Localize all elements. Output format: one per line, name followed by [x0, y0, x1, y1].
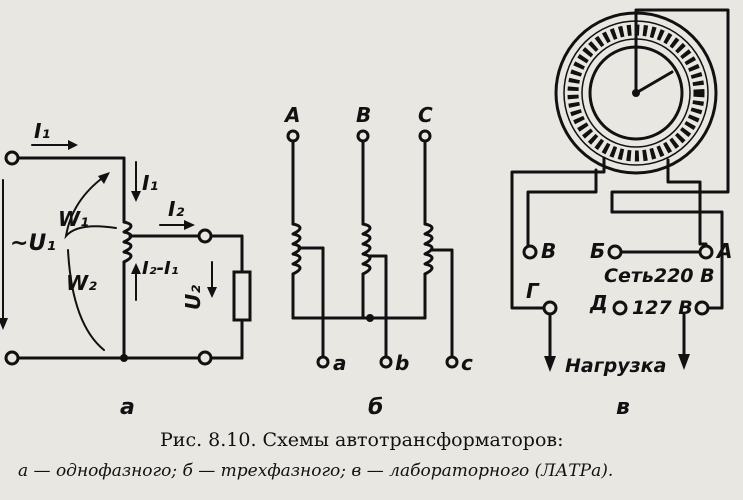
diagram-single-phase: I₁ I₁ I₂ I₂-I₁ W₁ W₂ ~U₁ U₂ а [0, 119, 252, 420]
label-a: a [333, 351, 347, 375]
load-resistor [232, 270, 252, 322]
input-terminal-top [4, 150, 20, 166]
load-arrow-left-head [544, 356, 556, 372]
label-D: Д [589, 291, 608, 315]
label-w2: W₂ [66, 271, 97, 295]
wire-slider [610, 8, 730, 214]
arrow-i1-head [68, 140, 78, 150]
label-127v: 127 В [632, 297, 693, 319]
label-C: C [418, 103, 433, 127]
wire-g [510, 156, 606, 310]
arrow-u1-head [0, 318, 8, 330]
terminal-a-mains [698, 244, 714, 260]
arc-w2 [67, 249, 105, 351]
label-B: B [356, 103, 371, 127]
junction-dot [120, 354, 128, 362]
label-A-mains: А [715, 239, 732, 263]
terminal-g [542, 300, 558, 316]
output-terminal-top [197, 228, 213, 244]
terminal-v [522, 244, 538, 260]
terminal-127 [694, 300, 710, 316]
terminal-c [445, 355, 459, 369]
wire-v [526, 168, 598, 248]
sublabel-b: б [368, 395, 383, 420]
label-B-mains: Б [590, 239, 605, 263]
terminal-d [612, 300, 628, 316]
label-mains: Сеть220 В [604, 265, 715, 287]
label-w1: W₁ [58, 207, 89, 231]
load-arrow-right-head [678, 354, 690, 370]
sublabel-v: в [616, 395, 630, 420]
label-load: Нагрузка [565, 355, 666, 377]
label-u1: ~U₁ [10, 231, 56, 256]
arrow-i2i1-head [131, 263, 141, 274]
diagram-three-phase: A B C a b c б [283, 103, 473, 420]
terminal-a [316, 355, 330, 369]
coil-phase-c [423, 222, 434, 276]
wire-a [666, 158, 708, 246]
label-u2: U₂ [181, 285, 205, 310]
label-G: Г [526, 279, 540, 303]
arc-w1 [64, 175, 117, 240]
output-terminal-bottom [197, 350, 213, 366]
label-c: c [461, 351, 473, 375]
diagram-latr: В Б А Г Д Сеть220 В 127 В Нагрузка в [510, 8, 732, 420]
arc-w1-head [98, 172, 110, 184]
label-i1-top: I₁ [34, 119, 50, 143]
arrow-i1-coil-head [131, 191, 141, 202]
label-i2-minus-i1: I₂-I₁ [142, 258, 179, 279]
arrow-u2-head [207, 287, 217, 298]
terminal-b [379, 355, 393, 369]
arrow-i2-head [184, 220, 195, 230]
neutral-dot [366, 314, 374, 322]
label-A: A [283, 103, 300, 127]
label-b: b [395, 351, 409, 375]
terminal-b-mains [607, 244, 623, 260]
label-V: В [541, 239, 556, 263]
winding-coil [122, 220, 133, 264]
caption-legend: а — однофазного; б — трехфазного; в — ла… [18, 461, 613, 481]
wire-d [610, 210, 724, 310]
input-terminal-bottom [4, 350, 20, 366]
label-i2: I₂ [168, 197, 184, 221]
label-i1-coil: I₁ [142, 171, 158, 195]
caption-title: Рис. 8.10. Схемы автотрансформаторов: [160, 429, 564, 451]
slider-arm [634, 70, 674, 95]
sublabel-a: а [120, 395, 135, 420]
coil-phase-b [361, 222, 372, 276]
